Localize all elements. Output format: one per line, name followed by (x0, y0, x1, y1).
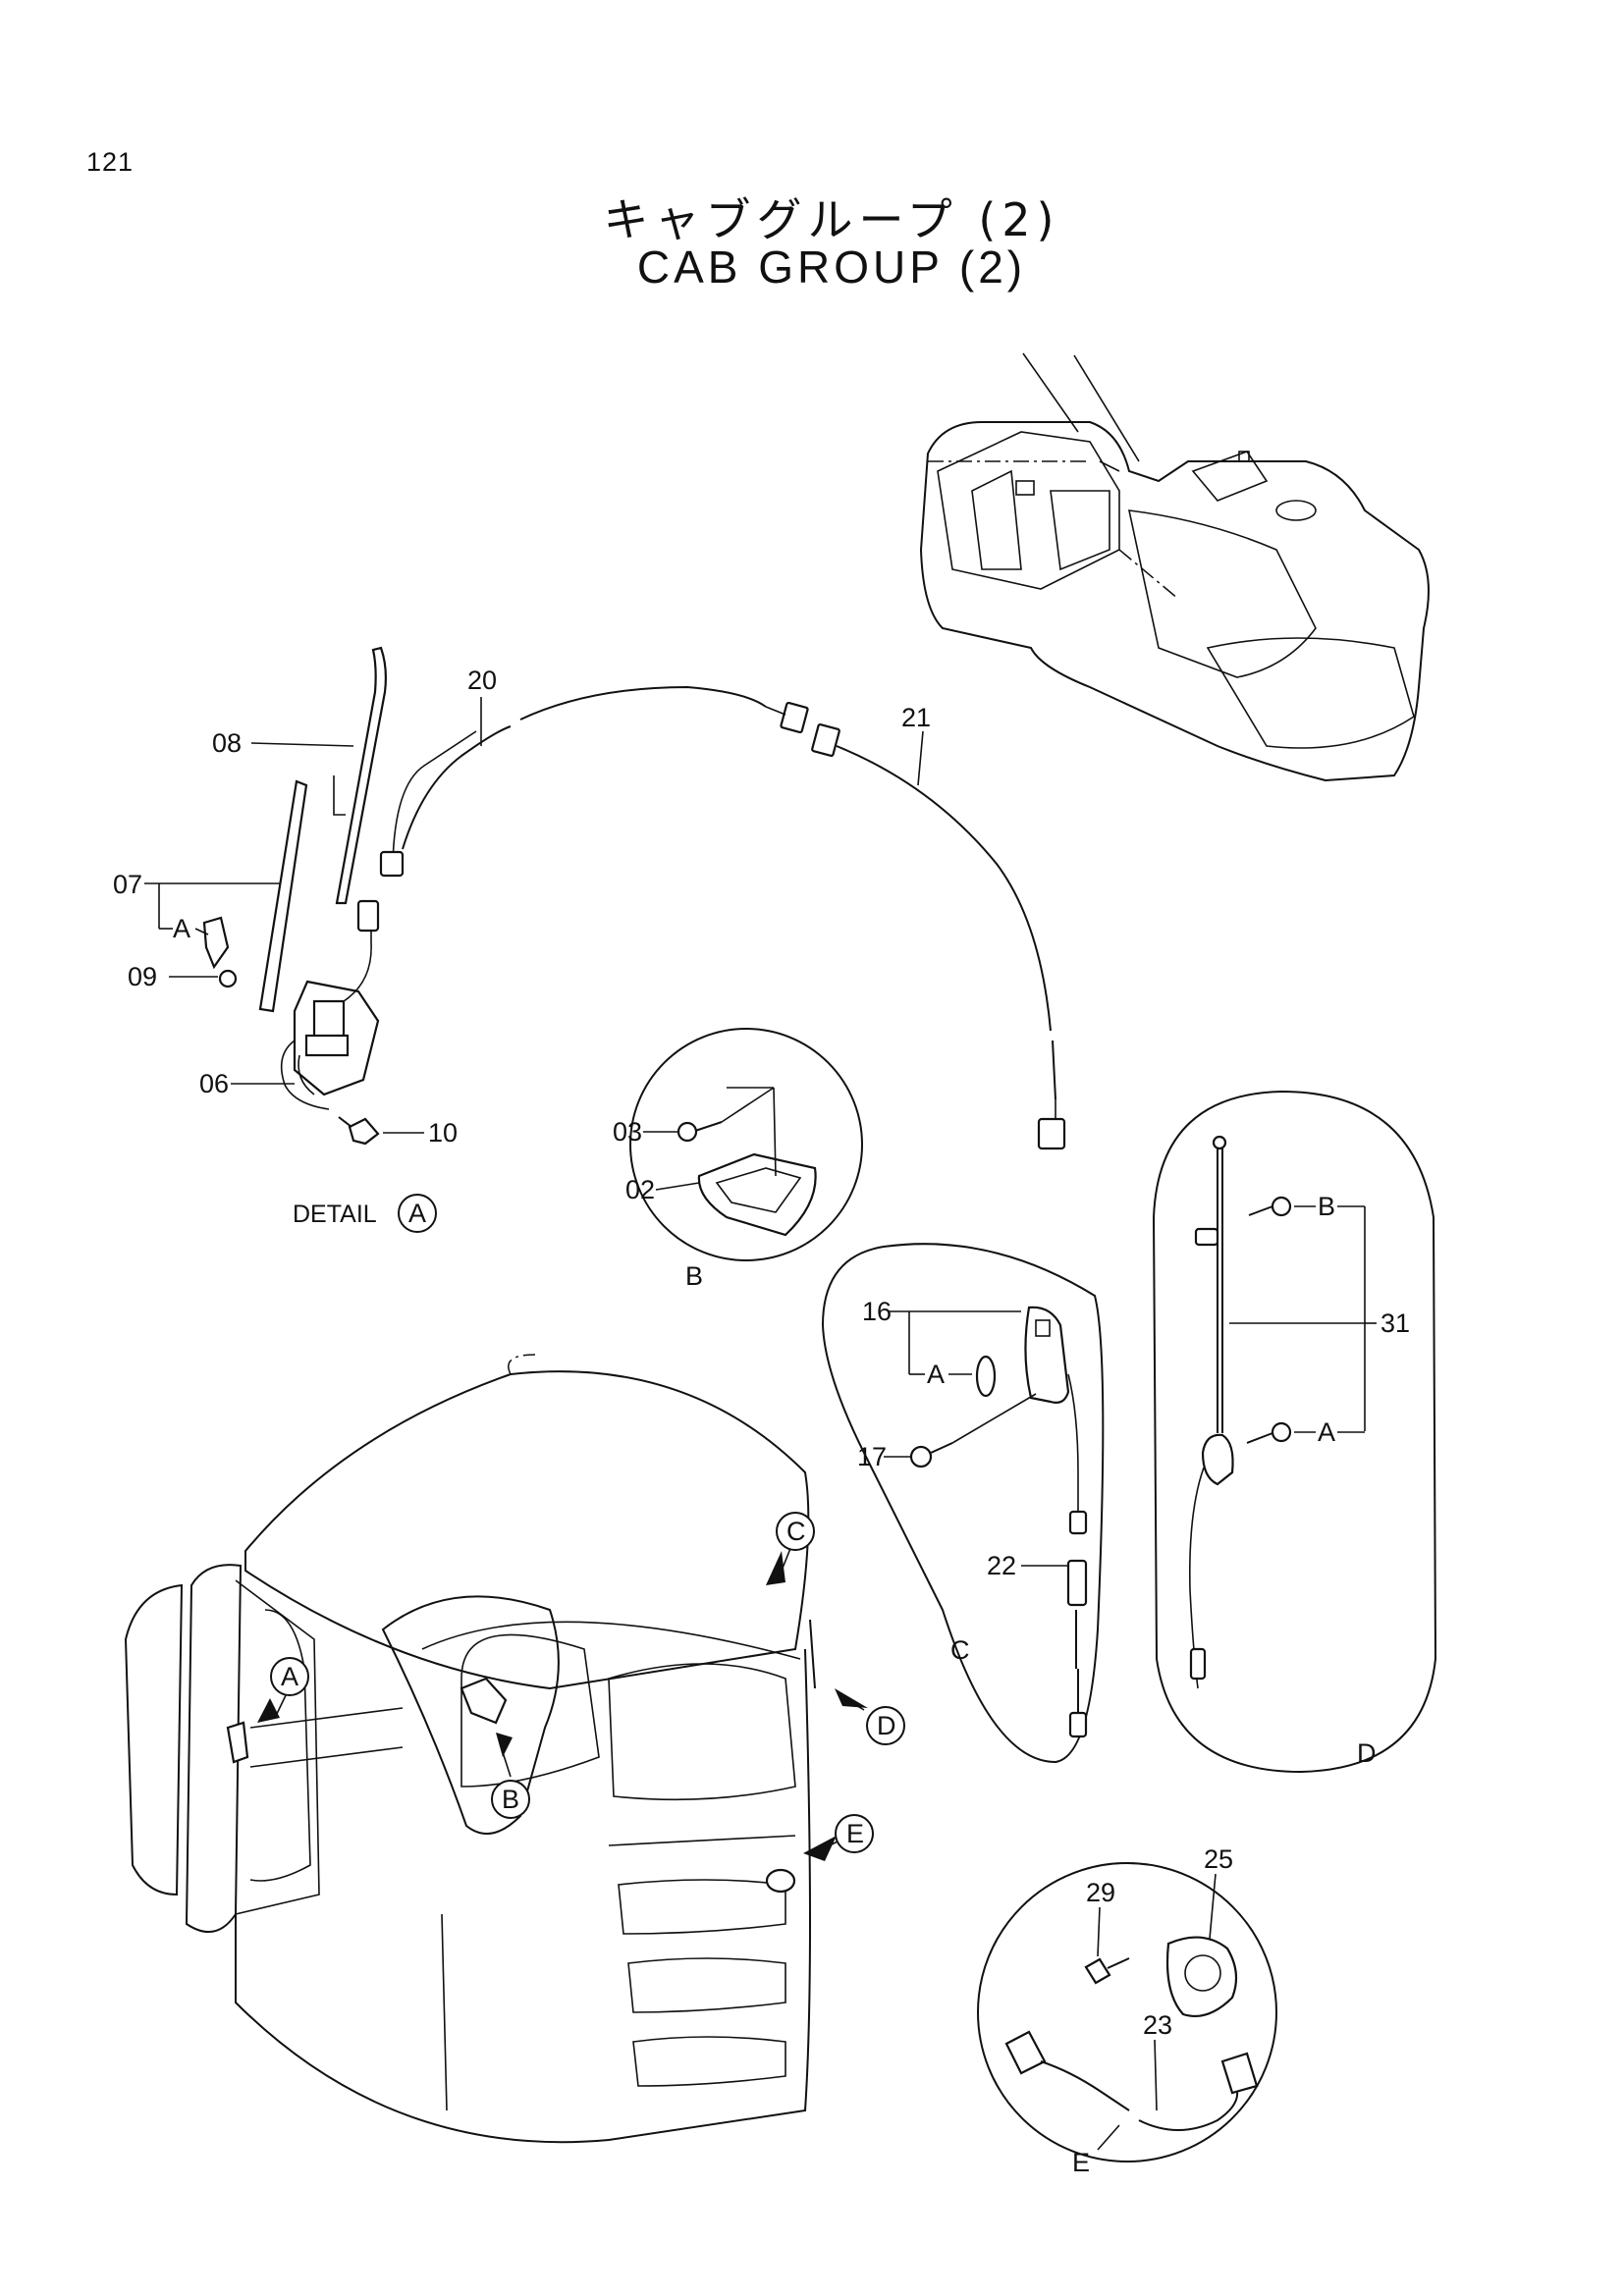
callout-20: 20 (467, 666, 497, 695)
detail-b-cup-holder (629, 1028, 863, 1261)
callout-06: 06 (199, 1069, 229, 1098)
detail-c-room-light (821, 1243, 1105, 1764)
callout-09: 09 (128, 962, 157, 991)
callout-29: 29 (1086, 1878, 1115, 1907)
page-title-english: CAB GROUP (2) (636, 241, 1027, 293)
callout-c-bubble (776, 1512, 815, 1551)
callout-08: 08 (212, 728, 242, 758)
callout-10: 10 (428, 1118, 458, 1148)
page-number: 121 (86, 147, 135, 177)
detail-d-antenna (1152, 1090, 1437, 1774)
callout-16: 16 (862, 1297, 892, 1326)
detail-e-speaker (977, 1862, 1277, 2163)
detail-c-letter: C (950, 1635, 970, 1665)
callout-b-bubble (491, 1780, 530, 1819)
callout-16-letter-a: A (927, 1360, 945, 1389)
callout-e-letter: E (846, 1819, 864, 1848)
callout-a-bubble (270, 1657, 309, 1696)
callout-17: 17 (857, 1442, 887, 1471)
detail-a-window-motor-assembly (144, 646, 1066, 1150)
detail-caption: DETAIL (293, 1201, 377, 1228)
detail-a-bubble (398, 1194, 437, 1233)
cab-assembly-drawing (124, 1354, 816, 2144)
detail-a-letter: A (408, 1199, 426, 1228)
callout-d-bubble (866, 1706, 905, 1745)
detail-e-letter: E (1072, 2148, 1090, 2177)
callout-c-letter: C (786, 1517, 806, 1546)
callout-31-letter-a: A (1318, 1417, 1335, 1447)
callout-31-letter-b: B (1318, 1192, 1335, 1221)
detail-b-letter: B (685, 1261, 703, 1291)
callout-07: 07 (113, 870, 142, 899)
callout-31: 31 (1380, 1308, 1410, 1338)
callout-07-letter-a: A (173, 914, 190, 943)
excavator-overview-drawing (919, 352, 1430, 782)
callout-23: 23 (1143, 2010, 1172, 2040)
callout-03: 03 (613, 1117, 642, 1147)
callout-02: 02 (625, 1175, 655, 1204)
callout-22: 22 (987, 1551, 1016, 1580)
page-title-japanese: キャブグループ (2) (603, 193, 1060, 246)
callout-25: 25 (1204, 1844, 1233, 1874)
callout-a-letter: A (281, 1662, 298, 1691)
callout-e-bubble (835, 1814, 874, 1853)
detail-d-letter: D (1357, 1738, 1377, 1768)
callout-b-letter: B (502, 1785, 519, 1814)
callout-d-letter: D (877, 1711, 896, 1740)
callout-21: 21 (901, 703, 931, 732)
